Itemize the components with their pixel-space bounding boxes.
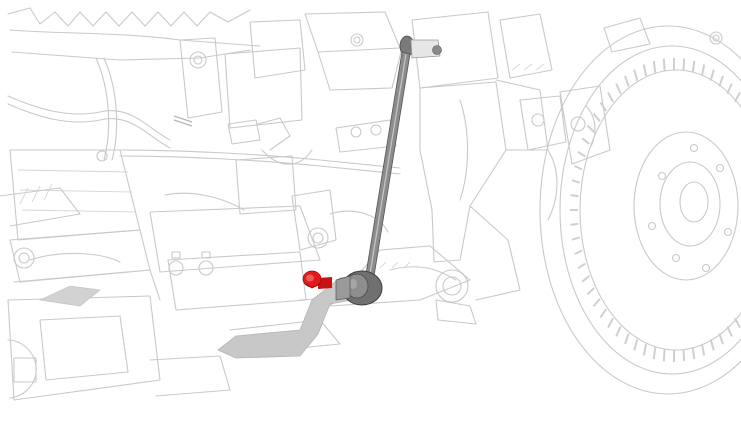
rotor-tooth (652, 347, 657, 360)
brake-rotor (539, 25, 741, 395)
rotor-tooth (691, 60, 696, 73)
rotor-tooth (633, 69, 639, 81)
rotor-tooth (624, 75, 630, 87)
rotor-tooth (571, 236, 581, 241)
rotor-tooth (691, 347, 696, 360)
rotor-tooth (709, 339, 715, 351)
rotor-tooth (581, 137, 590, 145)
rotor-tooth (734, 92, 741, 103)
rotor-tooth (615, 83, 622, 95)
rotor-tooth (734, 317, 741, 328)
rotor-tooth (662, 349, 666, 362)
rotor-tooth (599, 308, 607, 319)
rotor-tooth (570, 194, 579, 198)
steering-knuckle-line-art (411, 11, 723, 325)
rotor-tooth (586, 124, 595, 133)
rotor-tooth (624, 333, 630, 345)
rotor-tooth (574, 249, 583, 256)
rotor-tooth (571, 179, 581, 184)
fastener-nut (302, 270, 332, 289)
rotor-tooth (662, 58, 666, 71)
rotor-tooth (682, 58, 686, 71)
rotor-tooth (581, 275, 590, 283)
stabilizer-bar (38, 275, 363, 359)
rotor-tooth (652, 60, 657, 73)
rotor-tooth (718, 333, 724, 345)
chassis-line-art (0, 7, 471, 401)
rotor-tooth (700, 343, 706, 356)
rotor-tooth (574, 164, 583, 171)
rotor-tooth (633, 339, 639, 351)
rotor-tooth (642, 343, 648, 356)
rotor-tooth (577, 150, 586, 158)
rotor-tooth (599, 101, 607, 112)
rotor-tooth (607, 317, 614, 328)
rotor-tooth (642, 64, 648, 77)
rotor-tooth (570, 222, 579, 226)
rotor-tooth (586, 287, 595, 296)
rotor-tooth (577, 262, 586, 270)
rotor-tooth (615, 325, 622, 337)
rotor-tooth (718, 75, 724, 87)
rotor-tooth (682, 349, 686, 362)
rotor-tooth (709, 69, 715, 81)
rotor-tooth (592, 298, 601, 308)
rotor-tooth (607, 92, 614, 103)
rotor-tooth (592, 112, 601, 122)
rotor-tooth (726, 83, 733, 95)
rotor-tooth (700, 64, 706, 77)
stabilizer-link (335, 35, 442, 306)
rotor-tooth (726, 325, 733, 337)
wheel-hub (647, 143, 733, 273)
